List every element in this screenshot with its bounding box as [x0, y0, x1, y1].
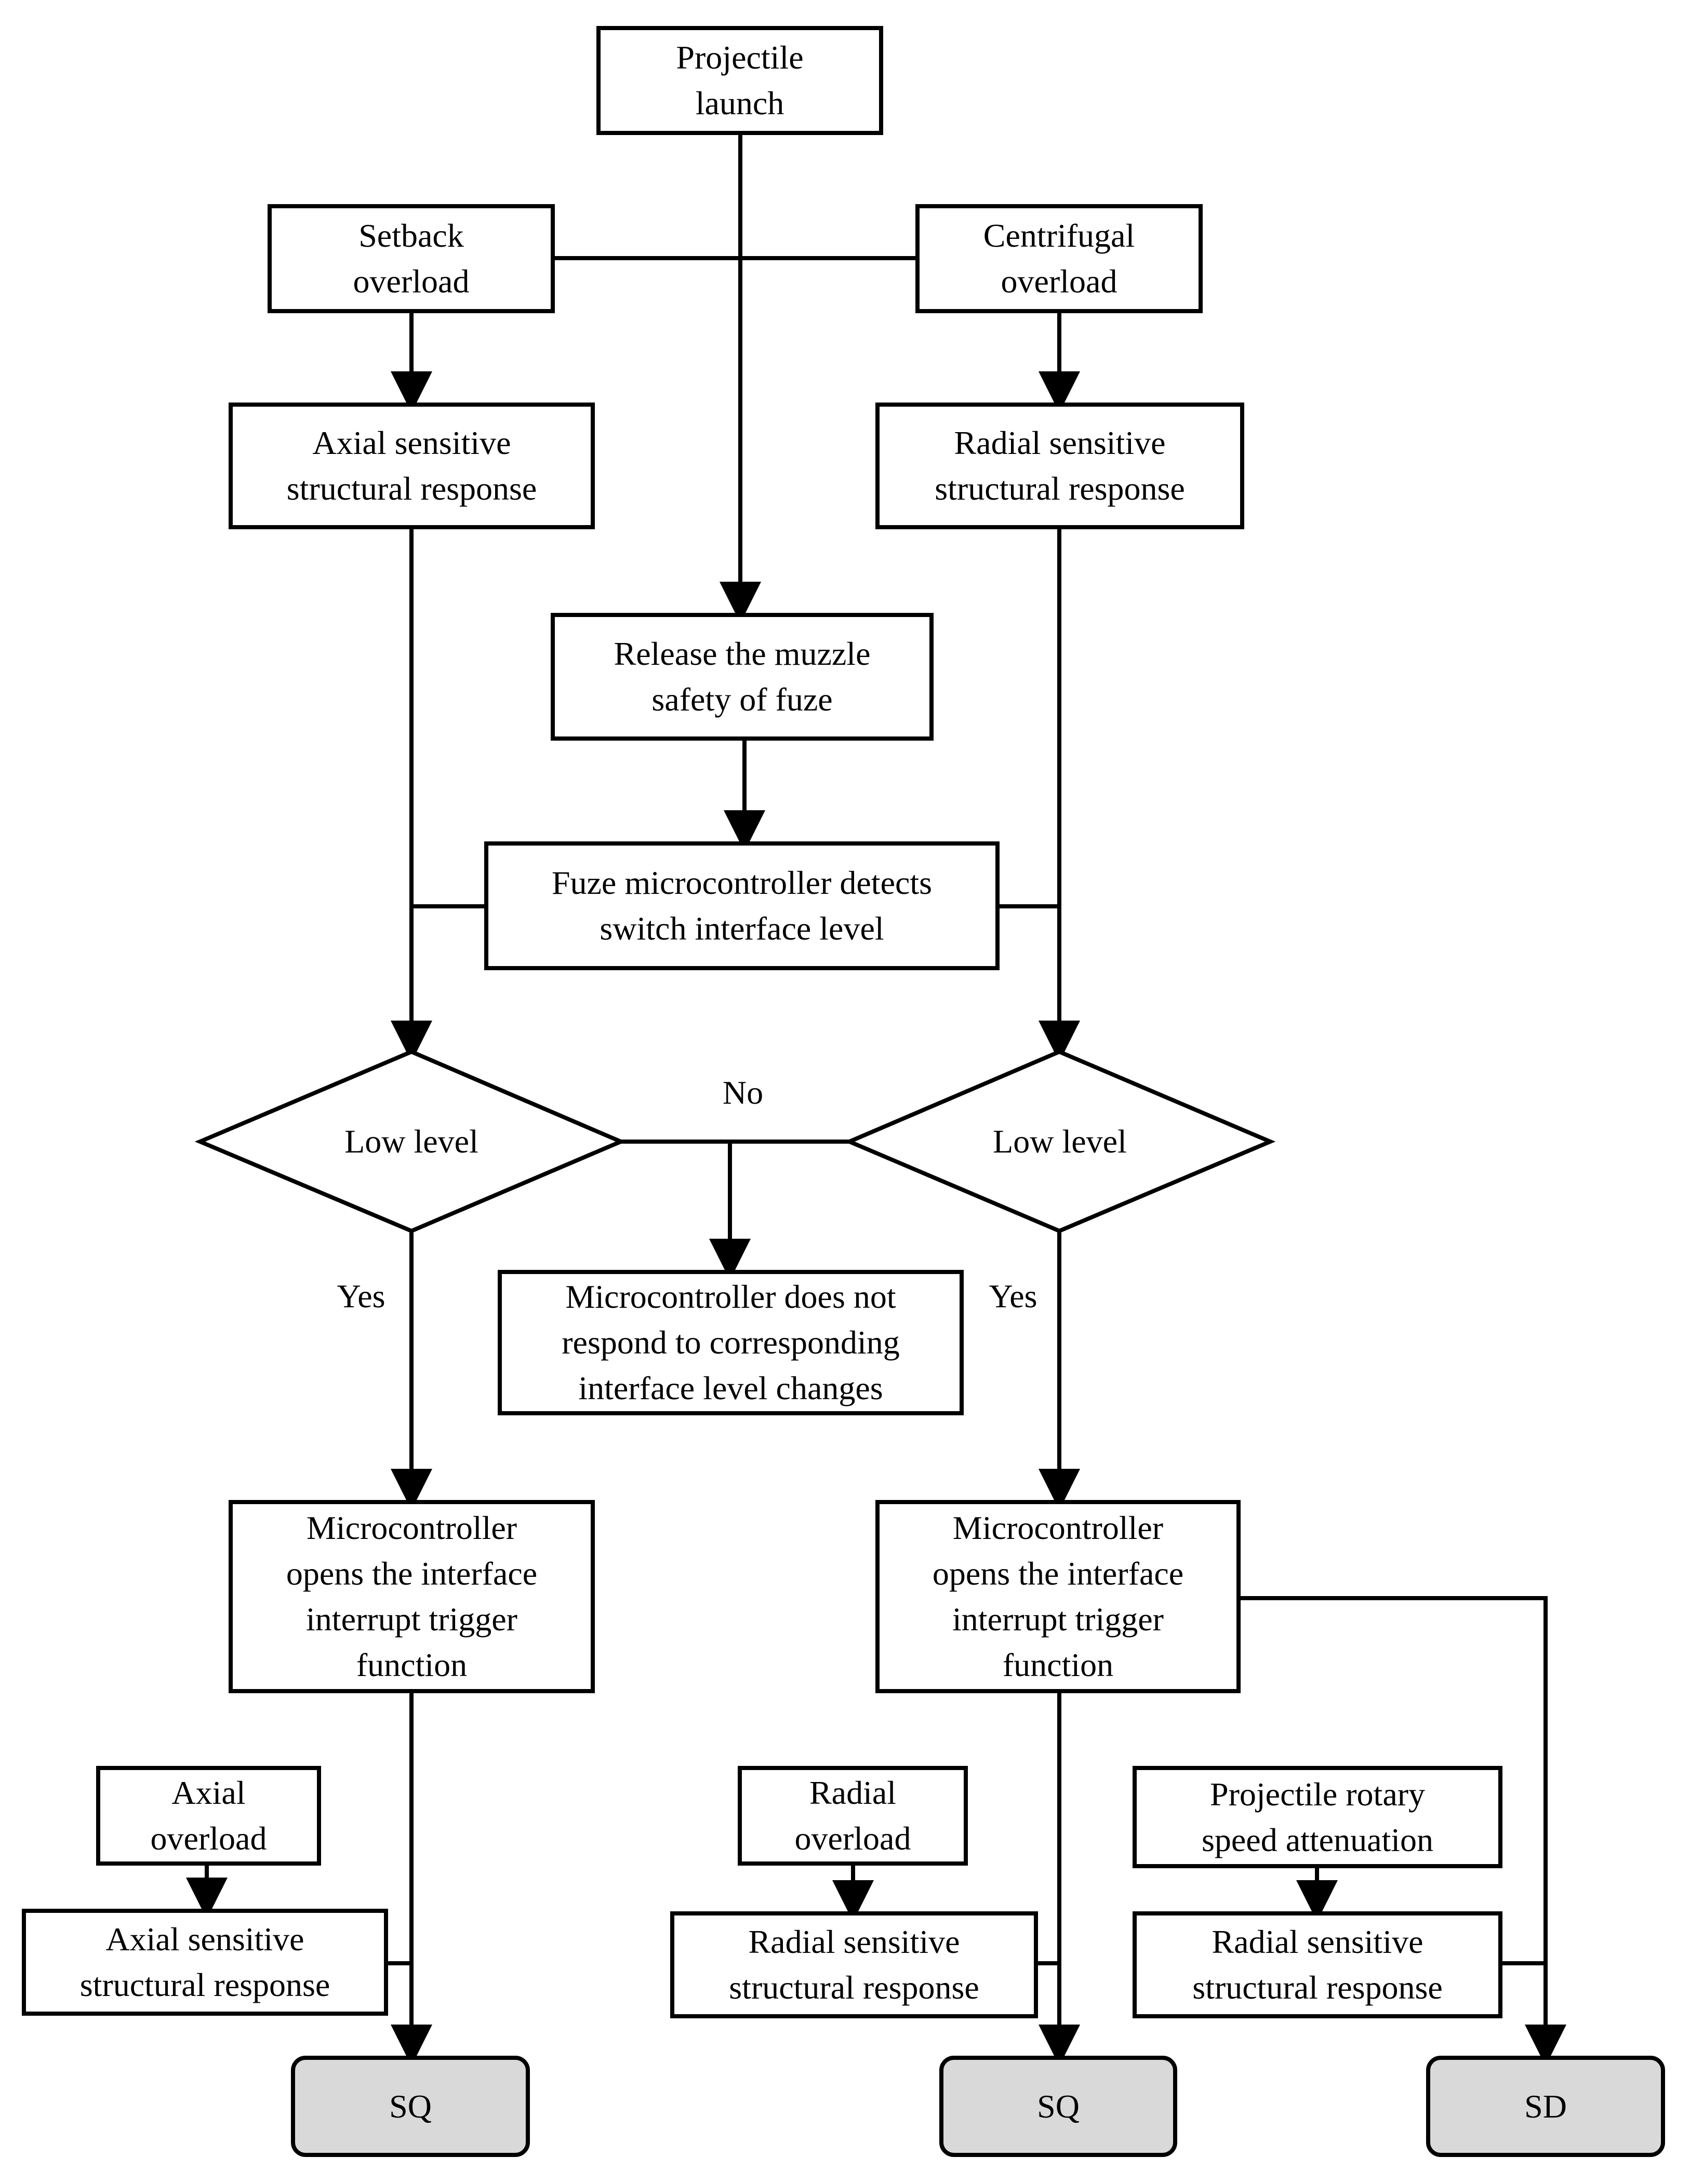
text-line: Radial sensitive — [1212, 1923, 1423, 1960]
text-line: Setback — [358, 217, 464, 254]
text-line: respond to corresponding — [562, 1324, 900, 1361]
setback-overload-box: Setback overload — [268, 204, 555, 313]
text-line: Projectile — [676, 39, 804, 76]
mc-opens-left-box: Microcontroller opens the interface interr… — [229, 1500, 595, 1693]
text-line: Microcontroller — [952, 1509, 1164, 1546]
text-line: speed attenuation — [1201, 1821, 1434, 1858]
release-muzzle-safety-box: Release the muzzle safety of fuze — [551, 613, 934, 741]
edge-label-no: No — [722, 1074, 764, 1111]
text-line: interrupt trigger — [306, 1601, 517, 1638]
text-line: Microcontroller — [306, 1509, 517, 1546]
terminal-sq-left: SQ — [291, 2056, 530, 2157]
connector-mc-right-sd — [1239, 1596, 1566, 2066]
fuze-detects-box: Fuze microcontroller detects switch inter… — [484, 841, 1000, 970]
text-line: overload — [1001, 263, 1117, 300]
text-line: structural response — [935, 470, 1185, 507]
text-line: Fuze microcontroller detects — [551, 864, 933, 901]
text-line: interrupt trigger — [952, 1601, 1164, 1638]
radial-response-top-box: Radial sensitive structural response — [875, 403, 1244, 529]
text-line: function — [356, 1646, 468, 1683]
low-level-left-label: Low level — [344, 1123, 478, 1160]
text-line: overload — [353, 263, 470, 300]
no-response-box: Microcontroller does not respond to corre… — [498, 1270, 964, 1415]
text-line: function — [1002, 1646, 1114, 1683]
text-line: Release the muzzle — [614, 635, 871, 672]
text-line: Microcontroller does not — [565, 1278, 896, 1315]
terminal-sq-right: SQ — [939, 2056, 1177, 2157]
text-line: structural response — [1192, 1969, 1443, 2006]
axial-response-top-box: Axial sensitive structural response — [229, 403, 595, 529]
edge-label-yes-right: Yes — [989, 1278, 1037, 1315]
text-line: interface level changes — [578, 1370, 883, 1406]
low-level-right-label: Low level — [993, 1123, 1127, 1160]
axial-overload-box: Axial overload — [96, 1766, 321, 1866]
text-line: Radial sensitive — [954, 424, 1166, 461]
text-line: Radial sensitive — [748, 1923, 960, 1960]
text-line: structural response — [79, 1966, 330, 2003]
mc-opens-right-box: Microcontroller opens the interface interr… — [875, 1500, 1241, 1693]
projectile-launch-box: Projectile launch — [596, 26, 883, 135]
axial-response-bottom-box: Axial sensitive structural response — [22, 1909, 388, 2016]
text-line: Centrifugal — [983, 217, 1135, 254]
radial-response-bottom-right-box: Radial sensitive structural response — [1133, 1911, 1502, 2018]
text-line: Axial — [171, 1774, 246, 1811]
decision-diamond-right — [844, 1049, 1276, 1234]
text-line: launch — [695, 85, 784, 122]
radial-response-bottom-mid-box: Radial sensitive structural response — [670, 1911, 1038, 2018]
text-line: Axial sensitive — [312, 424, 511, 461]
text-line: overload — [150, 1820, 267, 1857]
decision-diamond-left — [194, 1049, 627, 1234]
text-line: safety of fuze — [651, 681, 833, 718]
centrifugal-overload-box: Centrifugal overload — [915, 204, 1203, 313]
rotary-speed-attenuation-box: Projectile rotary speed attenuation — [1133, 1766, 1502, 1868]
text-line: overload — [794, 1820, 911, 1857]
text-line: opens the interface — [286, 1555, 538, 1592]
text-line: Radial — [809, 1774, 897, 1811]
radial-overload-box: Radial overload — [738, 1766, 968, 1866]
text-line: structural response — [286, 470, 537, 507]
text-line: structural response — [729, 1969, 979, 2006]
text-line: opens the interface — [932, 1555, 1184, 1592]
edge-label-yes-left: Yes — [337, 1278, 385, 1315]
text-line: Axial sensitive — [105, 1921, 304, 1958]
terminal-sd: SD — [1426, 2056, 1665, 2157]
text-line: Projectile rotary — [1209, 1775, 1426, 1813]
text-line: switch interface level — [600, 910, 884, 947]
